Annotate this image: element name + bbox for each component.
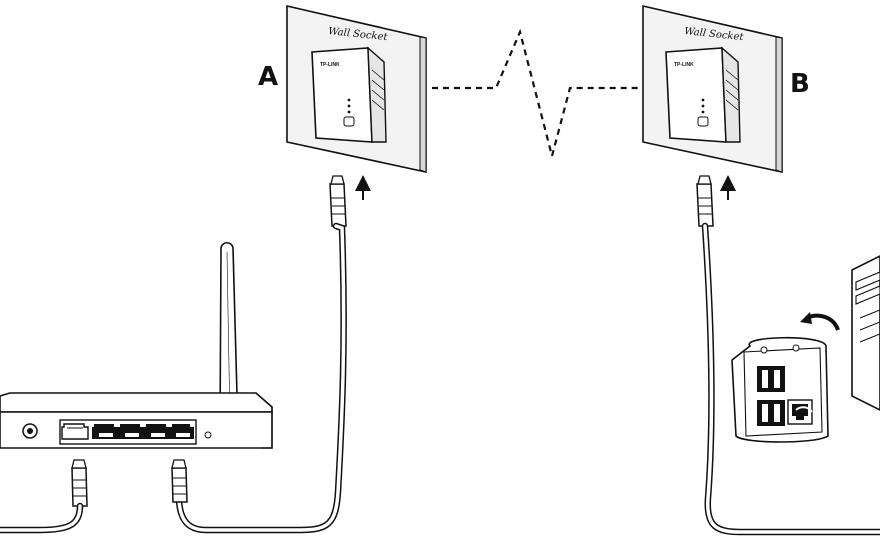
adapter-a-brand: TP-LINK	[320, 62, 340, 68]
powerline-signal-line	[432, 28, 642, 161]
adapter-b-label: B	[790, 69, 810, 99]
router-lan-port-1	[92, 424, 118, 439]
router-lan-port-3	[144, 424, 170, 439]
router-ethernet-plug-right	[171, 459, 188, 503]
adapter-b-leds	[701, 98, 705, 114]
adapter-a-leds	[347, 98, 351, 114]
pc-rear-panel-detail	[731, 336, 829, 443]
router-wan-port	[61, 423, 89, 440]
wireless-router	[0, 241, 273, 449]
desktop-pc-tower	[851, 255, 880, 411]
router-reset-hole	[204, 431, 212, 439]
adapter-b-pair-button	[697, 116, 709, 127]
powerline-adapter-a: TP-LINK	[311, 46, 387, 143]
ethernet-cable-a	[175, 222, 347, 534]
usb-ports-lower	[757, 400, 785, 426]
usb-ports-upper	[757, 366, 785, 392]
ethernet-connector-b	[696, 175, 714, 227]
adapter-a-label: A	[258, 62, 279, 92]
adapter-b-brand: TP-LINK	[674, 62, 694, 68]
router-lan-port-2	[118, 424, 144, 439]
pc-ethernet-port	[787, 399, 813, 425]
router-lan-port-4	[170, 424, 194, 439]
powerline-adapter-b: TP-LINK	[665, 46, 741, 143]
ethernet-connector-a	[329, 175, 347, 227]
router-ethernet-plug-left	[71, 459, 88, 507]
adapter-a-pair-button	[343, 116, 355, 127]
